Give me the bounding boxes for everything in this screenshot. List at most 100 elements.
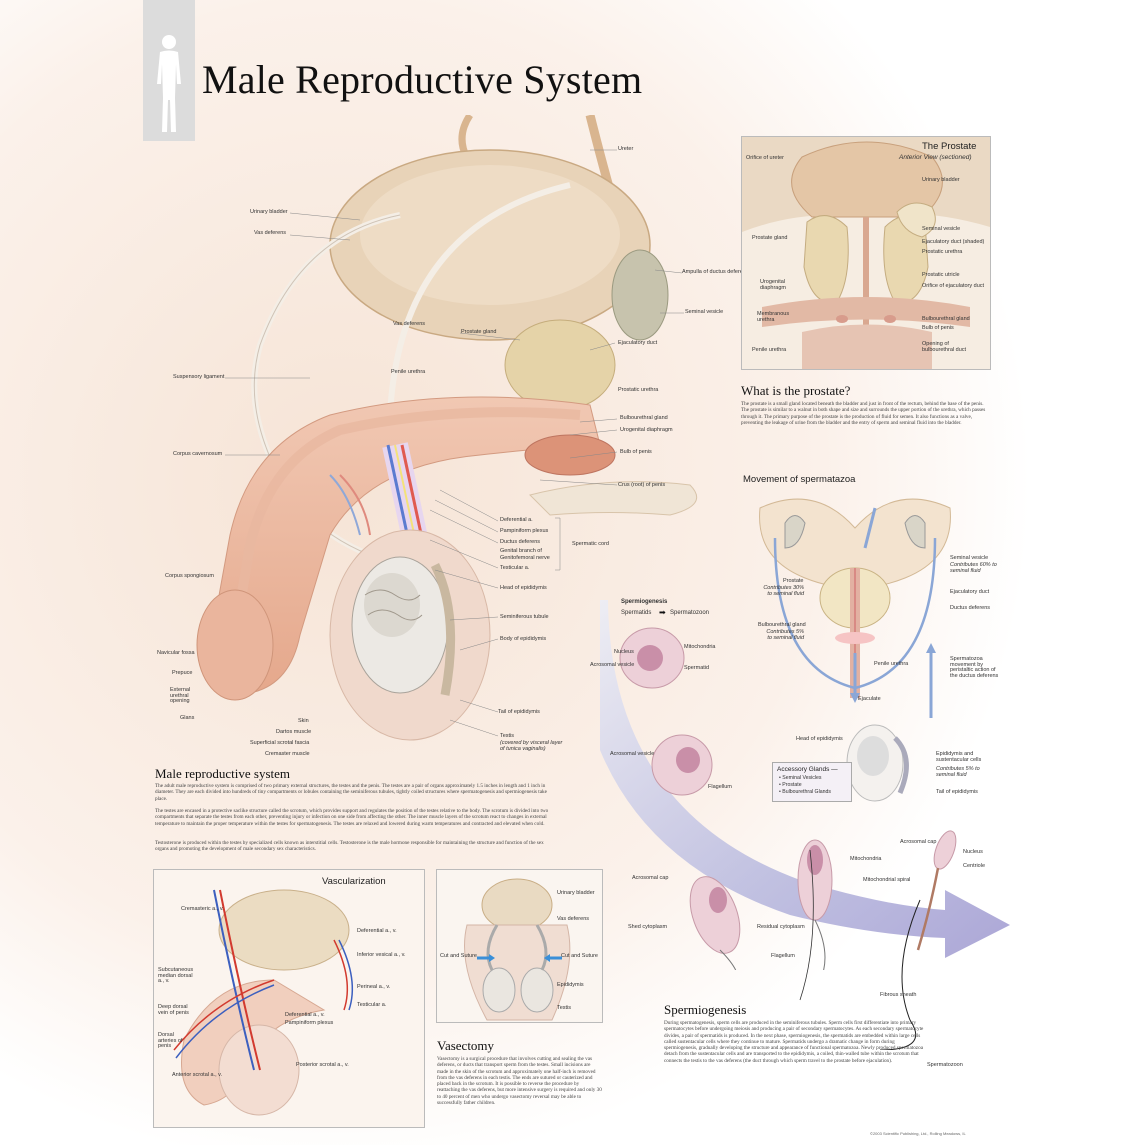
spermio-label-fibrous-sheath: Fibrous sheath bbox=[880, 992, 917, 998]
label-head-of-epididymis: Head of epididymis bbox=[500, 585, 547, 591]
vasectomy-label-cut-suture-right: Cut and Suture bbox=[561, 953, 598, 959]
spermio-diagram-title: Spermiogenesis bbox=[621, 599, 668, 605]
label-crus-of-penis: Crus (root) of penis bbox=[618, 482, 666, 488]
prostate-panel: The Prostate Anterior View (sectioned) bbox=[741, 136, 991, 370]
label-dartos-muscle: Dartos muscle bbox=[276, 729, 312, 735]
human-figure-icon bbox=[157, 35, 181, 132]
label-urogenital-diaphragm: Urogenital diaphragm bbox=[620, 427, 673, 433]
movement-label-prostate: Prostate bbox=[783, 578, 804, 584]
prostate-label-seminal-vesicle: Seminal vesicle bbox=[922, 226, 961, 232]
spermio-label-mitochondria-2: Mitochondria bbox=[850, 856, 882, 862]
prostate-label-urogenital-diaphragm: Urogenital diaphragm bbox=[760, 279, 786, 291]
label-cremaster-muscle: Cremaster muscle bbox=[265, 751, 310, 757]
label-prepuce: Prepuce bbox=[172, 670, 193, 676]
prostate-label-prostatic-urethra: Prostatic urethra bbox=[922, 249, 963, 255]
movement-label-ejaculatory-duct: Ejaculatory duct bbox=[950, 589, 990, 595]
label-testis-note: (covered by visceral layer of tunica vag… bbox=[500, 740, 563, 752]
label-corpus-cavernosum: Corpus cavernosum bbox=[173, 451, 223, 457]
prostate-label-penile-urethra: Penile urethra bbox=[752, 347, 787, 353]
male-system-p1: The adult male reproductive system is co… bbox=[155, 783, 547, 802]
movement-illustration bbox=[759, 498, 951, 802]
label-navicular-fossa: Navicular fossa bbox=[157, 650, 195, 656]
prostate-label-membranous-urethra: Membranous urethra bbox=[757, 311, 790, 323]
vasectomy-label-cut-suture-left: Cut and Suture bbox=[440, 953, 477, 959]
movement-label-epididymis-cells: Epididymis and sustentacular cells bbox=[936, 751, 982, 763]
vascularization-illustration bbox=[154, 870, 424, 1127]
prostate-subtitle: Anterior View (sectioned) bbox=[899, 154, 972, 161]
vasc-label-pampiniform: Pampiniform plexus bbox=[285, 1020, 334, 1026]
spermiogenesis-heading: Spermiogenesis bbox=[664, 1002, 747, 1017]
prostate-label-prostatic-utricle: Prostatic utricle bbox=[922, 272, 960, 278]
movement-label-penile-urethra: Penile urethra bbox=[874, 661, 909, 667]
movement-label-bu-contrib: Contributes 5% to seminal fluid bbox=[766, 629, 804, 641]
movement-label-epi-contrib: Contributes 5% to seminal fluid bbox=[936, 766, 980, 778]
vascularization-title: Vascularization bbox=[322, 876, 386, 887]
vasectomy-illustration bbox=[437, 870, 602, 1022]
spermio-label-centriole: Centriole bbox=[963, 863, 986, 869]
vasectomy-label-urinary-bladder: Urinary bladder bbox=[557, 890, 595, 896]
label-bulbourethral-gland: Bulbourethral gland bbox=[620, 415, 668, 421]
vasc-label-deferential-2: Deferential a., v. bbox=[285, 1012, 325, 1018]
prostate-title: The Prostate bbox=[922, 141, 977, 152]
accessory-item-prostate: • Prostate bbox=[779, 782, 802, 788]
label-penile-urethra: Penile urethra bbox=[391, 369, 426, 375]
accessory-item-bulbourethral: • Bulbourethral Glands bbox=[779, 789, 831, 795]
label-pampiniform-plexus: Pampiniform plexus bbox=[500, 528, 549, 534]
spermatozoa-tails bbox=[799, 849, 921, 1050]
movement-label-prostate-contrib: Contributes 30% to seminal fluid bbox=[763, 585, 804, 597]
accessory-title: Accessory Glands — bbox=[777, 766, 838, 773]
spermio-label-spermatozoon: Spermatozoon bbox=[927, 1062, 963, 1068]
label-superficial-scrotal-fascia: Superficial scrotal fascia bbox=[250, 740, 310, 746]
spermiogenesis-text: During spermatogenesis, sperm cells are … bbox=[664, 1020, 924, 1064]
label-testicular-a: Testicular a. bbox=[500, 565, 530, 571]
vasectomy-label-vas-deferens: Vas deferens bbox=[557, 916, 590, 922]
what-prostate-text: The prostate is a small gland located be… bbox=[741, 401, 986, 426]
spermio-label-flagellum: Flagellum bbox=[708, 784, 732, 790]
spermio-label-mitochondria: Mitochondria bbox=[684, 644, 716, 650]
main-anatomy-illustration bbox=[196, 115, 698, 741]
label-ejaculatory-duct: Ejaculatory duct bbox=[618, 340, 658, 346]
movement-label-sv-contrib: Contributes 60% to seminal fluid bbox=[950, 562, 997, 574]
prostate-label-bulb-of-penis: Bulb of penis bbox=[922, 325, 954, 331]
label-seminiferous-tubule: Seminiferous tubule bbox=[500, 614, 549, 620]
spermio-label-nucleus-2: Nucleus bbox=[963, 849, 983, 855]
spermio-label-nucleus: Nucleus bbox=[614, 649, 634, 655]
vasc-label-inferior-vesical: Inferior vesical a., v. bbox=[357, 952, 406, 958]
vasc-label-subcutaneous: Subcutaneous median dorsal a., v. bbox=[158, 967, 194, 984]
body-figure-badge bbox=[143, 0, 195, 141]
movement-label-ductus-deferens: Ductus deferens bbox=[950, 605, 991, 611]
spermio-label-acrosomal-vesicle: Acrosomal vesicle bbox=[590, 662, 635, 668]
movement-label-head-epididymis: Head of epididymis bbox=[796, 736, 843, 742]
label-testis: Testis bbox=[500, 733, 515, 739]
label-spermatic-cord: Spermatic cord bbox=[572, 541, 609, 547]
label-seminal-vesicle: Seminal vesicle bbox=[685, 309, 724, 315]
what-prostate-heading: What is the prostate? bbox=[741, 383, 851, 398]
vasc-label-dorsal-arteries: Dorsal arteries of penis bbox=[158, 1032, 183, 1049]
spermio-label-acrosomal-cap-2: Acrosomal cap bbox=[632, 875, 669, 881]
vasectomy-label-epididymis: Epididymis bbox=[557, 982, 584, 988]
vasc-label-posterior-scrotal: Posterior scrotal a., v. bbox=[296, 1062, 349, 1068]
movement-label-ejaculate: Ejaculate bbox=[858, 696, 881, 702]
spermio-from: Spermatids bbox=[621, 610, 652, 616]
arrow-right-icon: ➡ bbox=[659, 608, 666, 617]
label-deferential-a: Deferential a. bbox=[500, 517, 533, 523]
vasectomy-label-testis: Testis bbox=[557, 1005, 572, 1011]
label-ampulla: Ampulla of ductus deferens bbox=[682, 269, 749, 275]
prostate-label-prostate-gland: Prostate gland bbox=[752, 235, 788, 241]
label-ureter: Ureter bbox=[618, 146, 634, 152]
vasc-label-deferential: Deferential a., v. bbox=[357, 928, 397, 934]
label-urinary-bladder: Urinary bladder bbox=[250, 209, 288, 215]
page-title: Male Reproductive System bbox=[202, 57, 643, 102]
prostate-label-opening-bulbourethral: Opening of bulbourethral duct bbox=[922, 341, 967, 353]
spermio-label-acrosomal-vesicle-2: Acrosomal vesicle bbox=[610, 751, 655, 757]
footer-copyright: ©2003 Scientific Publishing, Ltd., Rolli… bbox=[870, 1131, 966, 1136]
prostate-label-orifice-ejaculatory: Orifice of ejaculatory duct bbox=[922, 283, 985, 289]
label-corpus-spongiosum: Corpus spongiosum bbox=[165, 573, 214, 579]
spermio-label-mitochondrial-spiral: Mitochondrial spiral bbox=[863, 877, 911, 883]
label-external-urethral-opening: External urethral opening bbox=[170, 687, 191, 704]
vasectomy-text: Vasectomy is a surgical procedure that i… bbox=[437, 1056, 602, 1107]
label-suspensory-ligament: Suspensory ligament bbox=[173, 374, 225, 380]
movement-label-seminal-vesicle: Seminal vesicle bbox=[950, 555, 989, 561]
main-leader-lines bbox=[225, 149, 684, 737]
